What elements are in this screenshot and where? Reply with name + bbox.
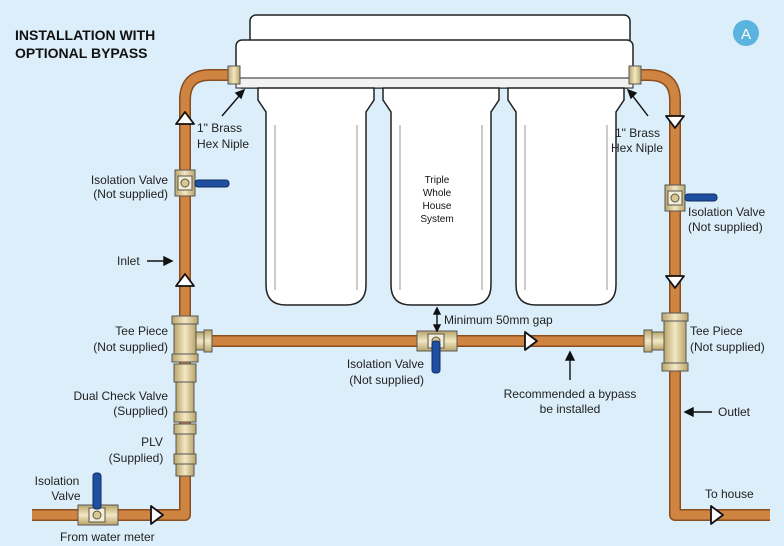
label-dual-check-2: (Supplied)	[113, 404, 168, 418]
diagram-title-line1: INSTALLATION WITH	[15, 27, 155, 43]
badge	[733, 20, 759, 46]
label-outlet: Outlet	[718, 405, 751, 419]
label-iso-left-1: Isolation Valve	[91, 173, 168, 187]
label-hex-right-2: Hex Niple	[611, 141, 663, 155]
label-plv-1: PLV	[141, 435, 163, 449]
flow-arrows	[150, 111, 724, 525]
flow-arrow-down-icon	[665, 275, 685, 289]
tee-piece-right	[643, 312, 689, 372]
label-dual-check-1: Dual Check Valve	[74, 389, 169, 403]
label-hex-left-1: 1" Brass	[197, 121, 242, 135]
isolation-valve-bottom	[77, 472, 119, 526]
dual-check-valve	[173, 363, 197, 423]
flow-arrow-right-icon	[710, 505, 724, 525]
label-iso-right-2: (Not supplied)	[688, 220, 763, 234]
label-to-house: To house	[705, 487, 754, 501]
flow-arrow-up-icon	[175, 111, 195, 125]
label-iso-bottom-1: Isolation	[35, 474, 80, 488]
label-min-gap: Minimum 50mm gap	[444, 313, 553, 327]
isolation-valve-left	[174, 169, 230, 197]
label-iso-left-2: (Not supplied)	[93, 187, 168, 201]
label-iso-mid-1: Isolation Valve	[347, 357, 424, 371]
flow-arrow-right-icon	[150, 505, 164, 525]
system-label-4: System	[420, 214, 453, 225]
pressure-limiting-valve	[173, 423, 197, 477]
label-from-meter: From water meter	[60, 530, 155, 544]
label-bypass-2: be installed	[540, 402, 601, 416]
pointer-arrows	[147, 88, 712, 418]
flow-arrow-up-icon	[175, 273, 195, 287]
label-hex-left-2: Hex Niple	[197, 137, 249, 151]
label-tee-left-1: Tee Piece	[115, 324, 168, 338]
filter-housing	[257, 87, 625, 306]
label-tee-right-1: Tee Piece	[690, 324, 743, 338]
label-hex-right-1: 1" Brass	[615, 126, 660, 140]
badge-letter: A	[741, 26, 751, 43]
tee-piece-left	[171, 315, 213, 363]
label-tee-right-2: (Not supplied)	[690, 340, 765, 354]
label-iso-right-1: Isolation Valve	[688, 205, 765, 219]
system-label-2: Whole	[423, 188, 452, 199]
label-tee-left-2: (Not supplied)	[93, 340, 168, 354]
label-bypass-1: Recommended a bypass	[504, 387, 637, 401]
label-iso-bottom-2: Valve	[51, 489, 80, 503]
isolation-valve-right	[664, 184, 718, 212]
triple-filter-system: Triple Whole House System	[227, 14, 642, 306]
label-plv-2: (Supplied)	[109, 451, 164, 465]
system-label-3: House	[423, 201, 452, 212]
isolation-valve-bypass	[416, 330, 458, 374]
system-label-1: Triple	[425, 175, 450, 186]
label-inlet: Inlet	[117, 254, 140, 268]
label-iso-mid-2: (Not supplied)	[349, 373, 424, 387]
flow-arrow-right-icon	[524, 331, 538, 351]
flow-arrow-down-icon	[665, 115, 685, 129]
diagram-title-line2: OPTIONAL BYPASS	[15, 45, 148, 61]
